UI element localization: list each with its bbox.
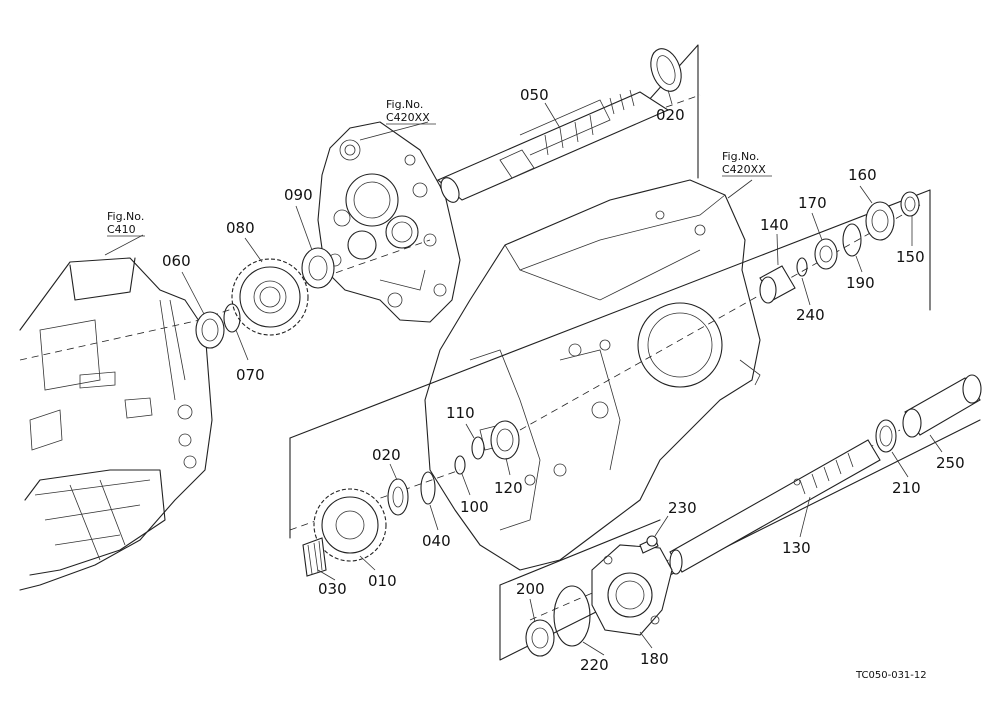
part-label-040: 040 — [422, 532, 451, 550]
part-label-190: 190 — [846, 274, 875, 292]
gear-010 — [313, 488, 387, 562]
part-label-180: 180 — [640, 650, 669, 668]
part-label-130: 130 — [782, 539, 811, 557]
part-label-110: 110 — [446, 404, 475, 422]
part-label-020-top: 020 — [656, 106, 685, 124]
part-label-020-bottom: 020 — [372, 446, 401, 464]
shaft-130 — [669, 439, 881, 575]
case-180 — [591, 544, 673, 636]
leader-lines — [104, 89, 943, 656]
fig-ref-number: C410 — [107, 223, 136, 236]
part-label-140: 140 — [760, 216, 789, 234]
part-label-220: 220 — [580, 656, 609, 674]
bracket-lines — [289, 44, 981, 661]
part-label-060: 060 — [162, 252, 191, 270]
part-number-labels: 050 020 090 080 060 070 110 020 100 120 … — [162, 86, 965, 674]
part-label-070: 070 — [236, 366, 265, 384]
snap-ring-190 — [842, 223, 862, 257]
fig-ref-number: C420XX — [386, 111, 430, 124]
cover-250 — [902, 374, 982, 438]
part-label-100: 100 — [460, 498, 489, 516]
washer-020-top — [650, 48, 682, 92]
part-label-120: 120 — [494, 479, 523, 497]
part-label-160: 160 — [848, 166, 877, 184]
part-label-080: 080 — [226, 219, 255, 237]
left-transmission-housing — [19, 257, 213, 591]
fig-ref-label: Fig.No. — [722, 150, 759, 163]
part-label-240: 240 — [796, 306, 825, 324]
snap-ring-100 — [454, 455, 466, 475]
fig-ref-c420-left: Fig.No. C420XX — [386, 98, 436, 125]
part-label-210: 210 — [892, 479, 921, 497]
collar-140 — [759, 265, 796, 304]
washer-020-bottom — [387, 478, 409, 516]
snap-ring-240 — [796, 257, 808, 277]
o-ring-220 — [553, 585, 591, 647]
fig-ref-c420-right: Fig.No. C420XX — [722, 150, 772, 177]
fig-ref-label: Fig.No. — [386, 98, 423, 111]
drawing-code: TC050-031-12 — [855, 670, 927, 681]
collar-110 — [471, 436, 485, 460]
part-label-050: 050 — [520, 86, 549, 104]
fig-ref-number: C420XX — [722, 163, 766, 176]
bearing-170 — [814, 238, 838, 270]
shaft-050 — [436, 89, 670, 203]
part-label-010: 010 — [368, 572, 397, 590]
gear-080 — [231, 258, 309, 336]
snap-ring-040 — [420, 471, 436, 505]
collar-150 — [900, 191, 920, 217]
part-label-200: 200 — [516, 580, 545, 598]
gear-case-cover — [317, 121, 461, 323]
needle-bearing-030 — [302, 537, 327, 577]
snap-ring-070 — [223, 303, 241, 333]
fig-ref-label: Fig.No. — [107, 210, 144, 223]
oil-seal-200 — [525, 619, 555, 657]
part-label-230: 230 — [668, 499, 697, 517]
part-label-090: 090 — [284, 186, 313, 204]
part-label-150: 150 — [896, 248, 925, 266]
part-label-170: 170 — [798, 194, 827, 212]
bolt-230 — [639, 535, 659, 554]
fig-ref-c410: Fig.No. C410 — [107, 210, 145, 237]
bearing-210 — [875, 419, 897, 453]
bearing-120 — [490, 420, 520, 460]
part-label-030: 030 — [318, 580, 347, 598]
part-label-250: 250 — [936, 454, 965, 472]
bearing-090 — [301, 247, 335, 289]
bearing-160 — [865, 201, 895, 241]
bearing-060 — [195, 311, 225, 349]
